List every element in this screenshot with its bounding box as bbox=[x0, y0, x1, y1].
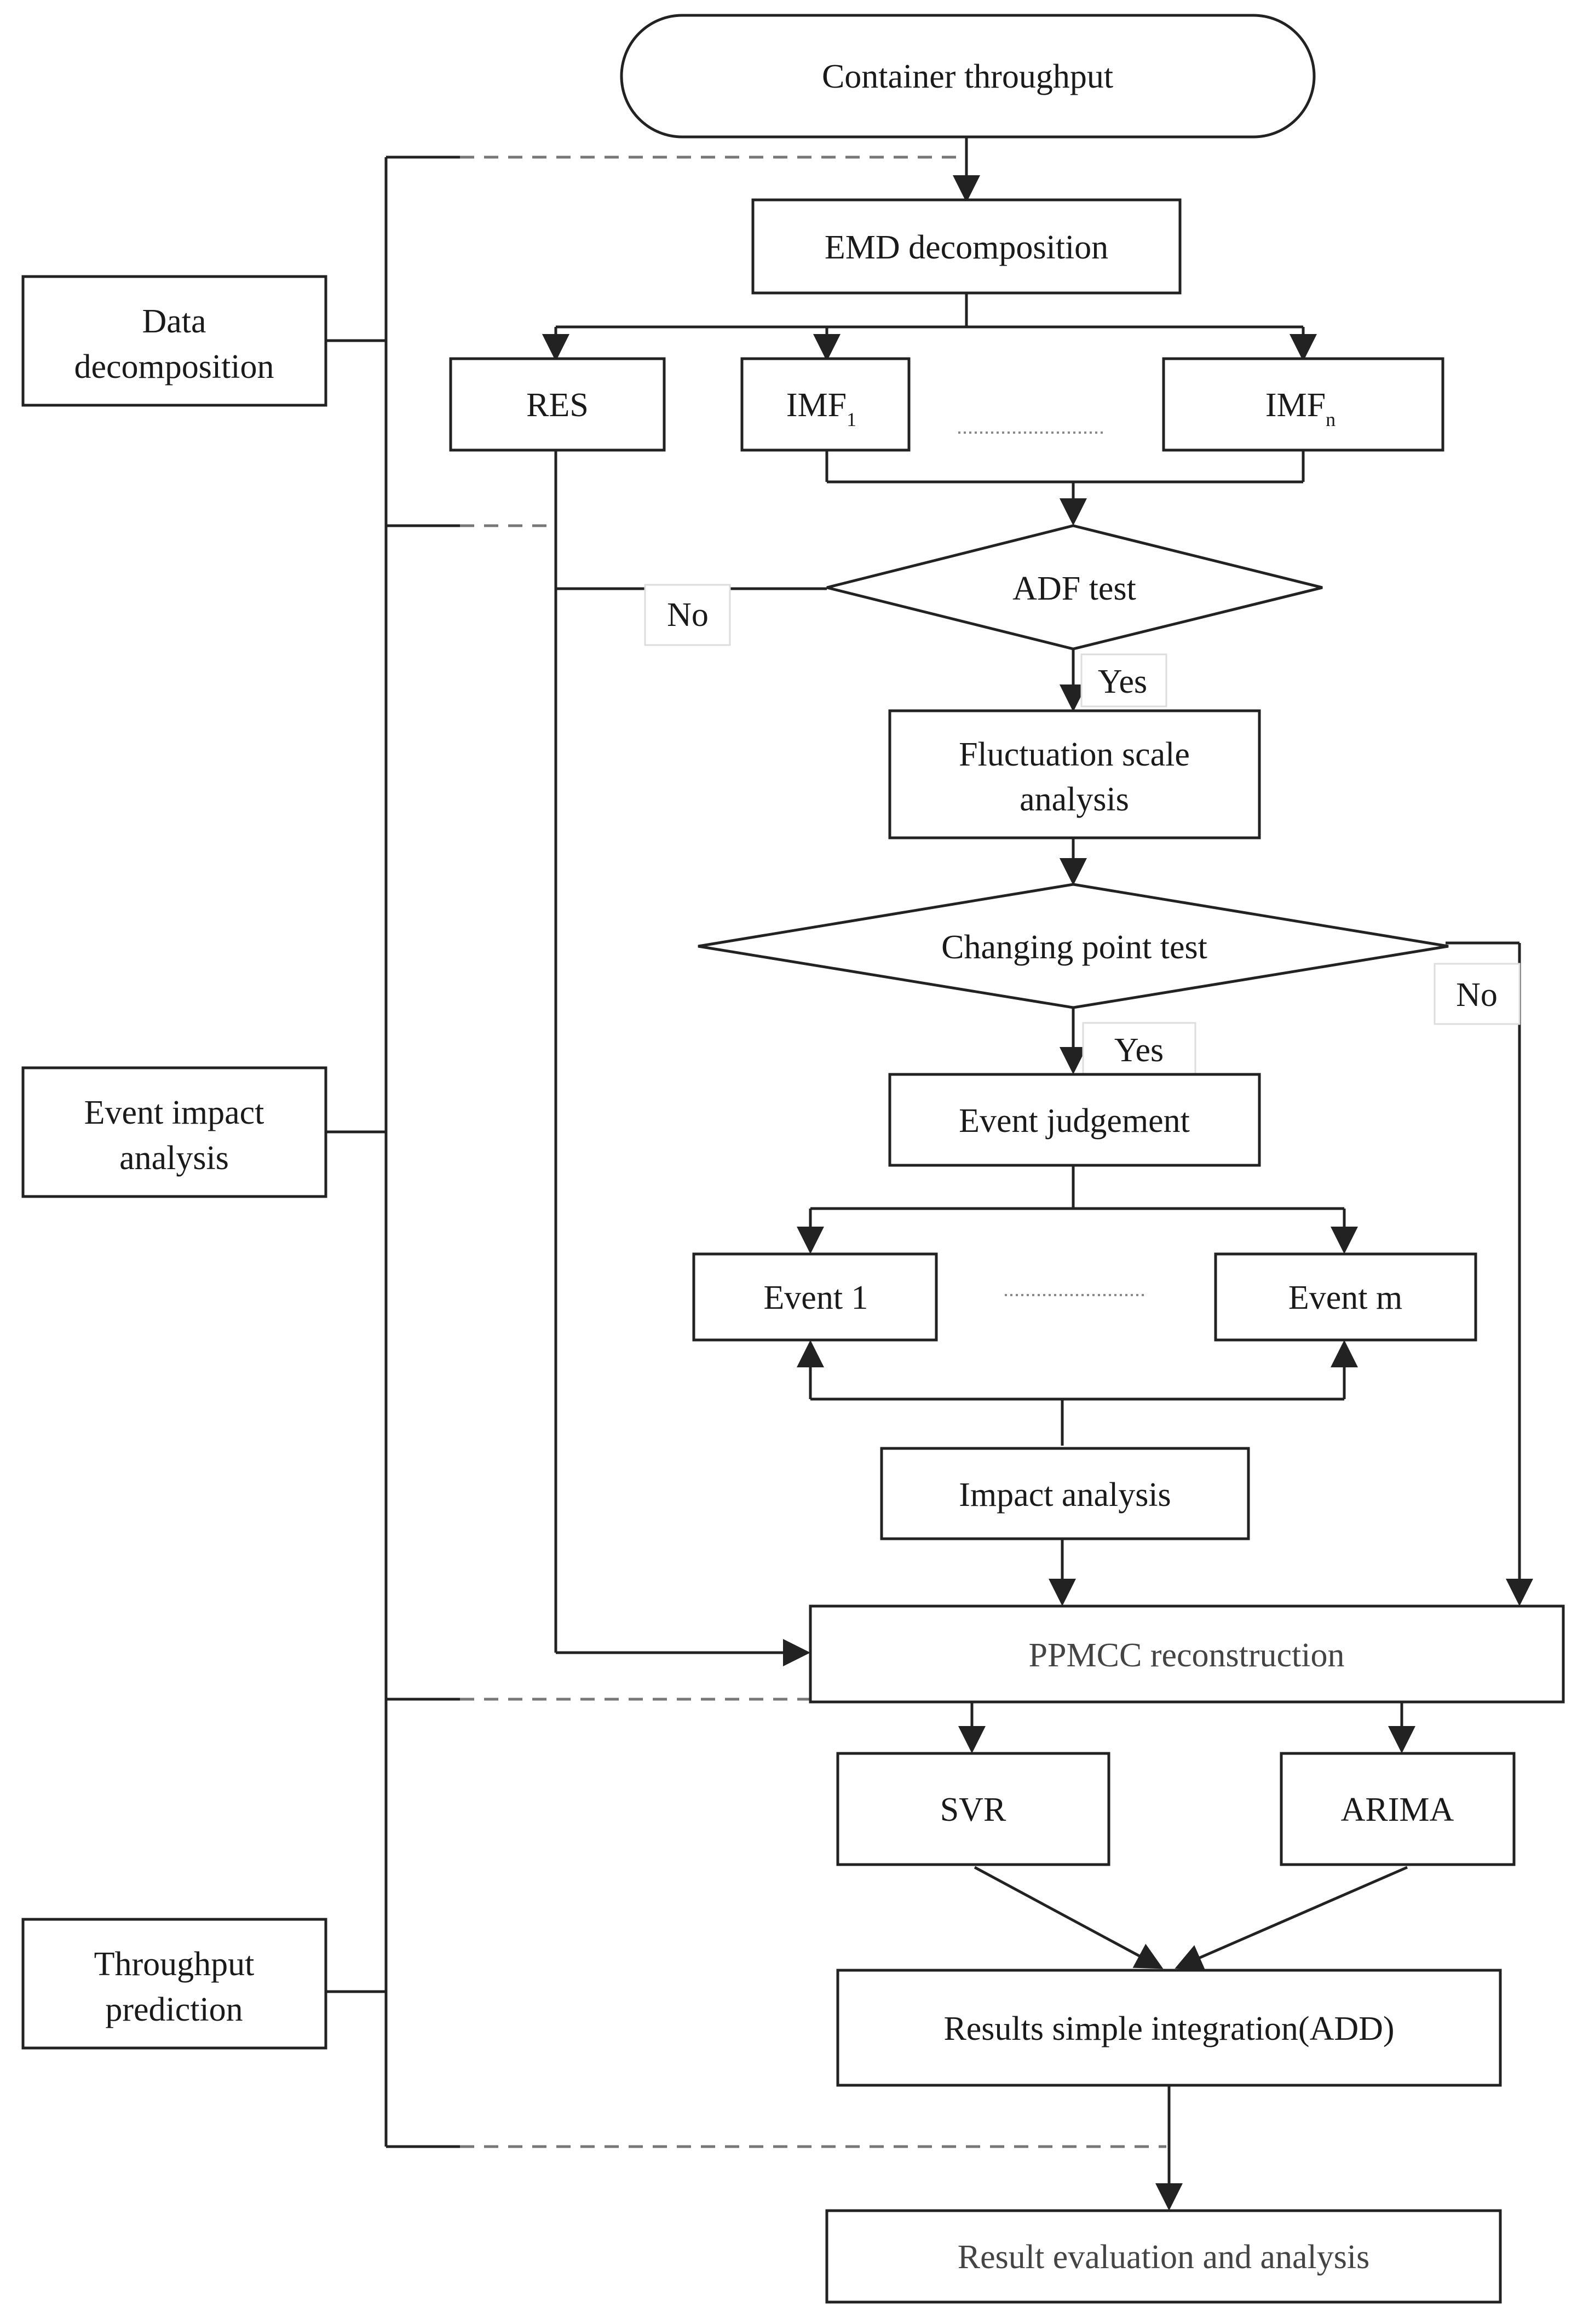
imf-subscript: 1 bbox=[847, 409, 856, 430]
imf-subscript: n bbox=[1326, 409, 1336, 430]
svg-text:IMFn: IMFn bbox=[1265, 387, 1336, 430]
edge-label: No bbox=[667, 596, 709, 634]
edge-label: No bbox=[1456, 976, 1498, 1014]
node-container-throughput: Container throughput bbox=[620, 14, 1316, 139]
connectors bbox=[542, 137, 1533, 2211]
node-adf-test: ADF test bbox=[826, 524, 1323, 651]
stage-event-impact-analysis: Event impact analysis bbox=[21, 1066, 327, 1198]
node-label: Event 1 bbox=[763, 1279, 868, 1316]
edge-label: Yes bbox=[1098, 663, 1147, 700]
stage-label: decomposition bbox=[74, 348, 274, 386]
stage-label: Event impact bbox=[84, 1094, 264, 1131]
node-changing-point-test: Changing point test bbox=[698, 883, 1449, 1009]
node-label: Fluctuation scale bbox=[959, 736, 1190, 773]
node-ppmcc-reconstruction: PPMCC reconstruction bbox=[809, 1604, 1565, 1704]
node-emd-decomposition: EMD decomposition bbox=[751, 198, 1182, 295]
edge-label-adf-no: No bbox=[644, 584, 731, 646]
node-label: Changing point test bbox=[941, 929, 1207, 966]
stage-label: analysis bbox=[119, 1140, 229, 1177]
node-label: Result evaluation and analysis bbox=[958, 2239, 1369, 2276]
node-event-m: Event m bbox=[1214, 1252, 1477, 1342]
svg-text:IMF1: IMF1 bbox=[786, 387, 856, 430]
node-label: Container throughput bbox=[822, 58, 1113, 95]
node-result-evaluation-analysis: Result evaluation and analysis bbox=[825, 2209, 1502, 2304]
edge-label-cp-yes: Yes bbox=[1082, 1022, 1196, 1076]
imf-label: IMF bbox=[786, 387, 847, 424]
edge-label-adf-yes: Yes bbox=[1080, 653, 1167, 707]
node-imf-1: IMF1 bbox=[740, 357, 911, 452]
node-label: analysis bbox=[1020, 781, 1129, 818]
node-arima: ARIMA bbox=[1280, 1752, 1516, 1866]
edge-label: Yes bbox=[1114, 1032, 1164, 1069]
stage-label: Throughput bbox=[94, 1946, 255, 1983]
node-res: RES bbox=[449, 357, 666, 452]
node-event-1: Event 1 bbox=[692, 1252, 938, 1342]
node-label: EMD decomposition bbox=[825, 229, 1108, 266]
node-label: SVR bbox=[940, 1791, 1006, 1828]
stage-label: Data bbox=[142, 303, 206, 340]
imf-label: IMF bbox=[1265, 387, 1326, 424]
edge-label-cp-no: No bbox=[1434, 963, 1521, 1025]
node-event-judgement: Event judgement bbox=[888, 1073, 1261, 1167]
stage-label: prediction bbox=[105, 1991, 243, 2028]
node-results-simple-integration: Results simple integration(ADD) bbox=[836, 1969, 1502, 2087]
node-label: PPMCC reconstruction bbox=[1029, 1637, 1345, 1674]
stage-data-decomposition: Data decomposition bbox=[21, 275, 327, 407]
node-label: RES bbox=[526, 387, 589, 424]
node-label: ADF test bbox=[1012, 570, 1136, 607]
node-label: ARIMA bbox=[1341, 1791, 1454, 1828]
node-label: Results simple integration(ADD) bbox=[943, 2010, 1394, 2047]
node-impact-analysis: Impact analysis bbox=[880, 1447, 1250, 1540]
node-label: Event judgement bbox=[959, 1102, 1190, 1140]
stage-bracket bbox=[326, 156, 1166, 2148]
stage-throughput-prediction: Throughput prediction bbox=[21, 1918, 327, 2050]
node-label: Event m bbox=[1288, 1279, 1402, 1316]
node-svr: SVR bbox=[836, 1752, 1110, 1866]
node-label: Impact analysis bbox=[959, 1476, 1171, 1514]
node-fluctuation-scale-analysis: Fluctuation scale analysis bbox=[888, 709, 1261, 839]
node-imf-n: IMFn bbox=[1162, 357, 1444, 452]
